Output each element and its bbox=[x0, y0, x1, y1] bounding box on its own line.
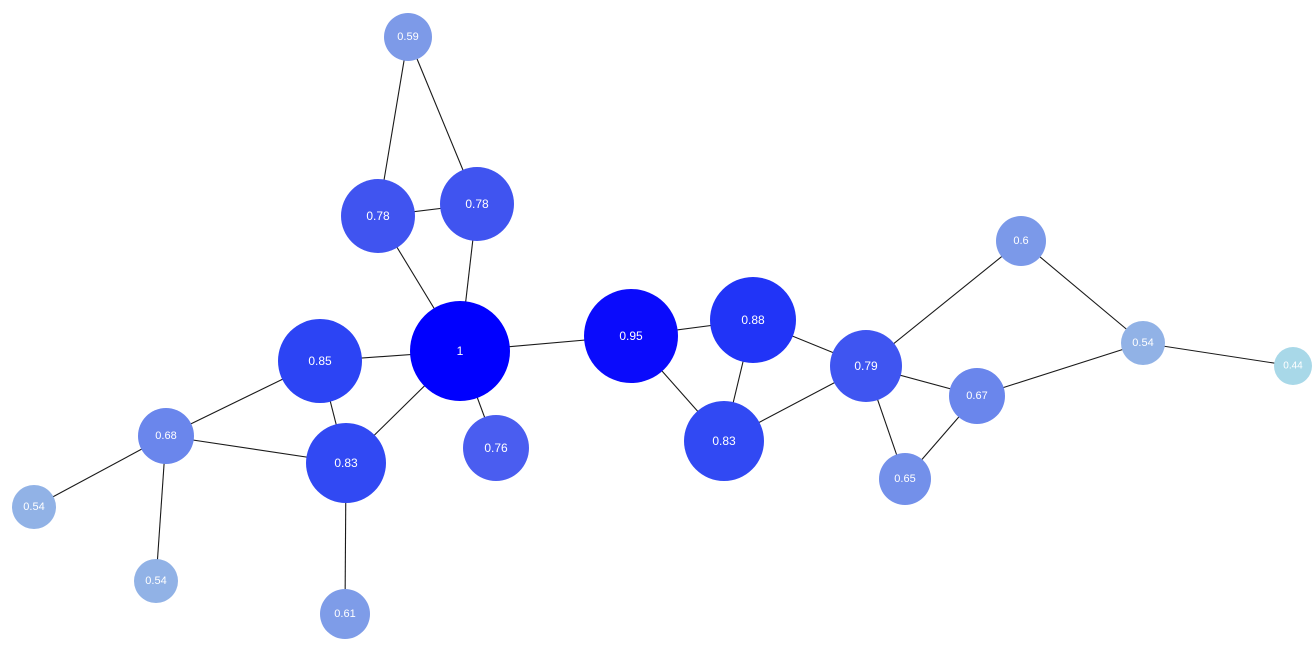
graph-node-circle[interactable] bbox=[341, 179, 415, 253]
graph-node[interactable]: 0.65 bbox=[879, 453, 931, 505]
graph-node[interactable]: 1 bbox=[410, 301, 510, 401]
graph-node[interactable]: 0.88 bbox=[710, 277, 796, 363]
graph-node[interactable]: 0.67 bbox=[949, 368, 1005, 424]
graph-node[interactable]: 0.54 bbox=[12, 485, 56, 529]
graph-node-circle[interactable] bbox=[584, 289, 678, 383]
graph-node[interactable]: 0.54 bbox=[134, 559, 178, 603]
graph-node-circle[interactable] bbox=[440, 167, 514, 241]
graph-node-circle[interactable] bbox=[1274, 347, 1312, 385]
graph-node-circle[interactable] bbox=[684, 401, 764, 481]
graph-node-circle[interactable] bbox=[410, 301, 510, 401]
graph-edge bbox=[976, 342, 1144, 397]
graph-node-circle[interactable] bbox=[830, 330, 902, 402]
graph-node[interactable]: 0.85 bbox=[278, 319, 362, 403]
graph-node-circle[interactable] bbox=[12, 485, 56, 529]
graph-node[interactable]: 0.78 bbox=[440, 167, 514, 241]
graph-node[interactable]: 0.95 bbox=[584, 289, 678, 383]
graph-node[interactable]: 0.61 bbox=[320, 589, 370, 639]
graph-node-circle[interactable] bbox=[710, 277, 796, 363]
graph-node-circle[interactable] bbox=[1121, 321, 1165, 365]
graph-edge bbox=[1142, 342, 1294, 367]
graph-node[interactable]: 0.68 bbox=[138, 408, 194, 464]
graph-node[interactable]: 0.76 bbox=[463, 415, 529, 481]
graph-node-circle[interactable] bbox=[278, 319, 362, 403]
graph-node-circle[interactable] bbox=[320, 589, 370, 639]
graph-node-circle[interactable] bbox=[996, 216, 1046, 266]
graph-node[interactable]: 0.54 bbox=[1121, 321, 1165, 365]
graph-node-circle[interactable] bbox=[463, 415, 529, 481]
graph-node-circle[interactable] bbox=[949, 368, 1005, 424]
graph-node-circle[interactable] bbox=[879, 453, 931, 505]
graph-node-circle[interactable] bbox=[306, 423, 386, 503]
graph-node-circle[interactable] bbox=[134, 559, 178, 603]
graph-node[interactable]: 0.59 bbox=[384, 13, 432, 61]
graph-node[interactable]: 0.83 bbox=[306, 423, 386, 503]
node-layer: 0.59 0.78 0.78 1 0.85 0.83 0.76 0.68 0.54 0.54 0.6… bbox=[12, 13, 1312, 639]
graph-node[interactable]: 0.6 bbox=[996, 216, 1046, 266]
graph-node-circle[interactable] bbox=[384, 13, 432, 61]
graph-node[interactable]: 0.79 bbox=[830, 330, 902, 402]
graph-edge bbox=[1020, 240, 1144, 344]
graph-node[interactable]: 0.83 bbox=[684, 401, 764, 481]
graph-node[interactable]: 0.78 bbox=[341, 179, 415, 253]
graph-node[interactable]: 0.44 bbox=[1274, 347, 1312, 385]
graph-node-circle[interactable] bbox=[138, 408, 194, 464]
